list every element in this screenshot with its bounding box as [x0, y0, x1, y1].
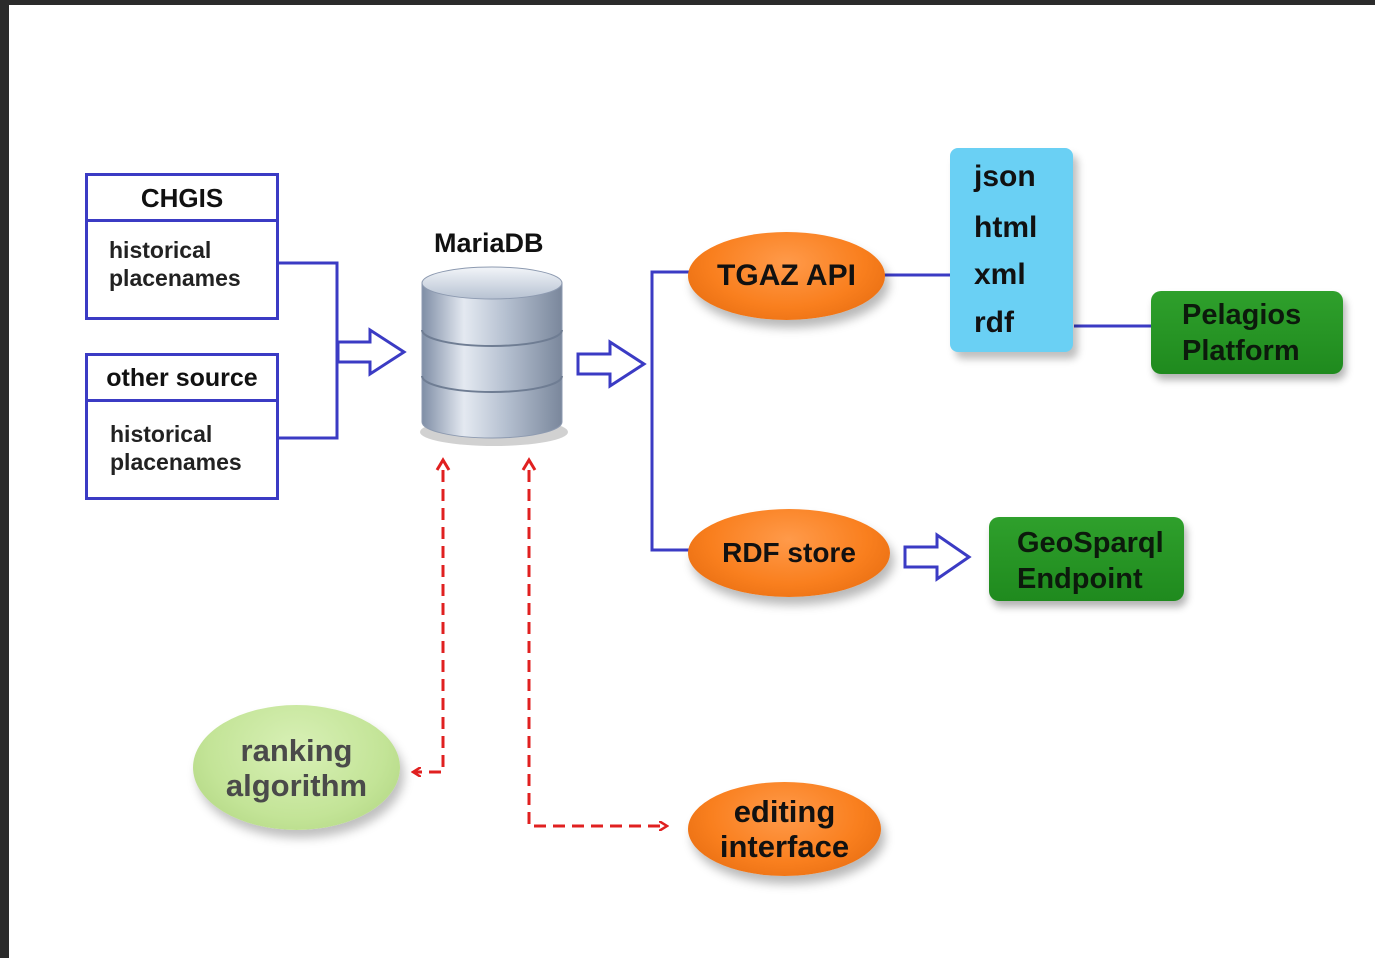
geosparql-endpoint-node: GeoSparql Endpoint [989, 517, 1184, 601]
format-item: xml [974, 258, 1026, 291]
source-box-other: other source historical placenames [85, 353, 279, 500]
source-body: historical placenames [109, 236, 241, 292]
arrow-into-db [336, 327, 407, 377]
arrow-out-of-db [576, 339, 647, 389]
source-body-line: historical [109, 237, 212, 263]
source-title: other source [88, 356, 276, 402]
pelagios-platform-node: Pelagios Platform [1151, 291, 1343, 374]
source-body: historical placenames [110, 420, 242, 476]
editing-label-line: editing [733, 794, 836, 829]
format-item: html [974, 211, 1038, 244]
source-title: CHGIS [88, 176, 276, 222]
format-item: rdf [974, 306, 1014, 339]
editing-link [527, 470, 666, 826]
rdf-store-label: RDF store [722, 537, 856, 568]
tgaz-api-label: TGAZ API [717, 259, 856, 292]
geosparql-label-line: Endpoint [1017, 563, 1143, 595]
source-body-line: placenames [109, 265, 241, 291]
ranking-arrowhead [435, 457, 451, 471]
source-box-chgis: CHGIS historical placenames [85, 173, 279, 320]
geosparql-label-line: GeoSparql [1017, 527, 1164, 559]
editing-interface-node: editing interface [688, 782, 881, 876]
rdf-store-node: RDF store [688, 509, 890, 597]
pelagios-label-line: Platform [1182, 335, 1300, 367]
ranking-label-line: ranking [240, 732, 353, 768]
ranking-algorithm-node: ranking algorithm [193, 705, 400, 830]
source-connector [278, 261, 339, 440]
source-body-line: historical [110, 421, 213, 447]
arrow-to-geosparql [903, 532, 972, 582]
ranking-label-line: algorithm [225, 767, 368, 803]
editing-arrowhead [521, 457, 537, 471]
pelagios-label-line: Pelagios [1182, 299, 1302, 331]
database-label: MariaDB [434, 228, 544, 258]
editing-label-line: interface [719, 829, 850, 864]
source-body-line: placenames [110, 449, 242, 475]
tgaz-api-node: TGAZ API [688, 232, 885, 320]
database-icon [420, 266, 568, 446]
ranking-link [414, 470, 445, 772]
format-item: json [974, 160, 1036, 193]
output-connector [650, 270, 700, 552]
formats-box: json html xml rdf [950, 148, 1073, 352]
